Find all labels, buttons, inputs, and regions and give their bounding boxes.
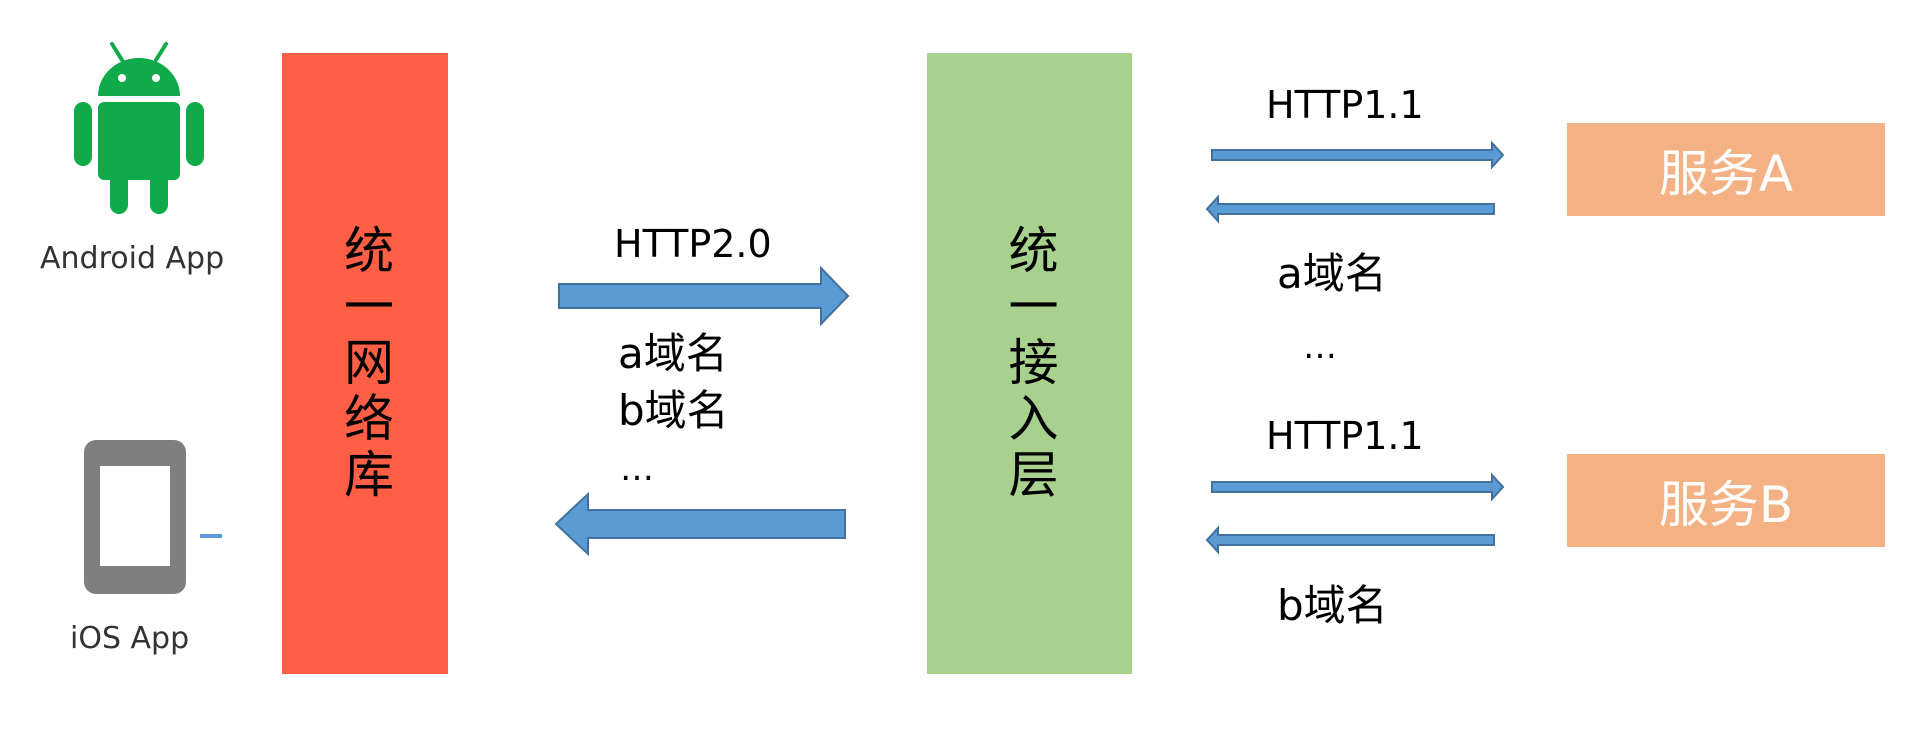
arrow-left-http2 (554, 491, 846, 557)
network-library-block: 统一网络库 (282, 53, 448, 674)
middle-domain-a: a域名 (618, 329, 728, 378)
middle-domain-b: b域名 (618, 386, 729, 435)
http11-top-label: HTTP1.1 (1266, 83, 1424, 127)
arrow-right-service-a (1211, 140, 1505, 170)
right-ellipsis: … (1303, 327, 1337, 367)
service-a-label: 服务A (1658, 144, 1794, 203)
right-domain-a: a域名 (1277, 249, 1387, 298)
arrow-right-service-b (1211, 472, 1505, 502)
access-layer-label: 统一接入层 (1000, 223, 1059, 504)
middle-ellipsis: … (620, 449, 654, 489)
service-a-box: 服务A (1567, 123, 1885, 216)
android-icon (74, 42, 204, 214)
android-robot (74, 42, 204, 214)
dash-mark (200, 534, 222, 538)
service-b-label: 服务B (1658, 475, 1794, 534)
ios-app-label: iOS App (70, 621, 190, 656)
http11-bottom-label: HTTP1.1 (1266, 414, 1424, 458)
right-domain-b: b域名 (1277, 581, 1388, 630)
service-b-box: 服务B (1567, 454, 1885, 547)
http2-protocol-label: HTTP2.0 (614, 222, 772, 266)
arrow-left-service-a (1205, 194, 1495, 224)
network-library-label: 统一网络库 (336, 223, 394, 504)
arrow-right-http2 (558, 265, 850, 327)
phone-screen (100, 466, 170, 566)
android-app-label: Android App (40, 241, 225, 276)
arrow-left-service-b (1205, 525, 1495, 555)
access-layer-block: 统一接入层 (927, 53, 1132, 674)
